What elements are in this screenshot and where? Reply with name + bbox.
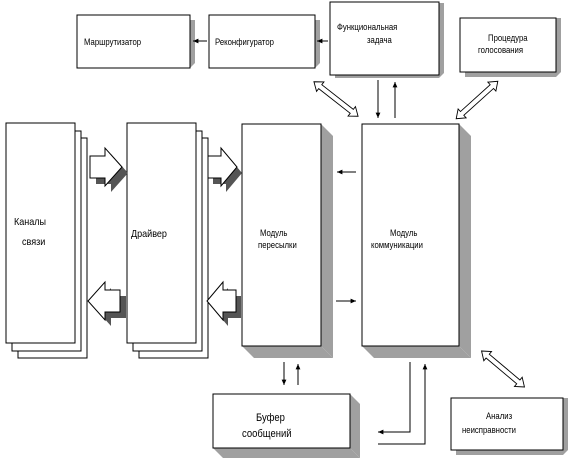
- block-arrow-driver-to-channels: [87, 280, 126, 326]
- reconfigurator-block: [208, 14, 320, 69]
- voting-procedure-label-line1: Процедура: [488, 33, 528, 43]
- message-buffer-label-line1: Буфер: [256, 412, 285, 424]
- communication-module-block: [361, 123, 471, 358]
- driver-stack: [126, 122, 209, 359]
- forwarding-module-label-line1: Модуль: [260, 228, 288, 238]
- functional-task-label-line1: Функциональная: [337, 22, 398, 32]
- voting-procedure-block: [459, 17, 561, 77]
- hollow-arrow-voting-communication: [455, 80, 499, 120]
- functional-task-label-line2: задача: [367, 35, 392, 45]
- driver-label: Драйвер: [131, 228, 167, 240]
- fault-analysis-label-line2: неисправности: [462, 425, 517, 435]
- block-arrow-driver-to-forwarding: [207, 146, 242, 192]
- message-buffer-label-line2: сообщений: [242, 428, 292, 440]
- channels-label-line2: связи: [22, 236, 46, 248]
- channels-label-line1: Каналы: [14, 216, 47, 228]
- hollow-arrow-reconfigurator-communication: [313, 81, 359, 117]
- reconfigurator-label: Реконфигуратор: [215, 37, 274, 47]
- block-arrow-forwarding-to-driver: [206, 280, 241, 326]
- arrow-buffer-to-communication: [378, 364, 428, 445]
- communication-module-label-line1: Модуль: [390, 228, 418, 238]
- functional-task-block: [329, 1, 444, 78]
- message-buffer-block: [212, 393, 360, 458]
- voting-procedure-label-line2: голосования: [478, 45, 524, 55]
- communication-module-label-line2: коммуникации: [371, 240, 423, 250]
- channels-stack: [5, 122, 88, 359]
- hollow-arrow-fault-communication: [480, 350, 526, 388]
- fault-analysis-label-line1: Анализ: [486, 411, 513, 421]
- fault-analysis-block: [450, 397, 568, 455]
- forwarding-module-block: [241, 123, 333, 358]
- forwarding-module-label-line2: пересылки: [258, 240, 297, 250]
- arrow-communication-to-buffer: [378, 362, 411, 435]
- router-block: [76, 14, 195, 69]
- block-arrow-channels-to-driver: [89, 146, 128, 192]
- router-label: Маршрутизатор: [84, 37, 142, 47]
